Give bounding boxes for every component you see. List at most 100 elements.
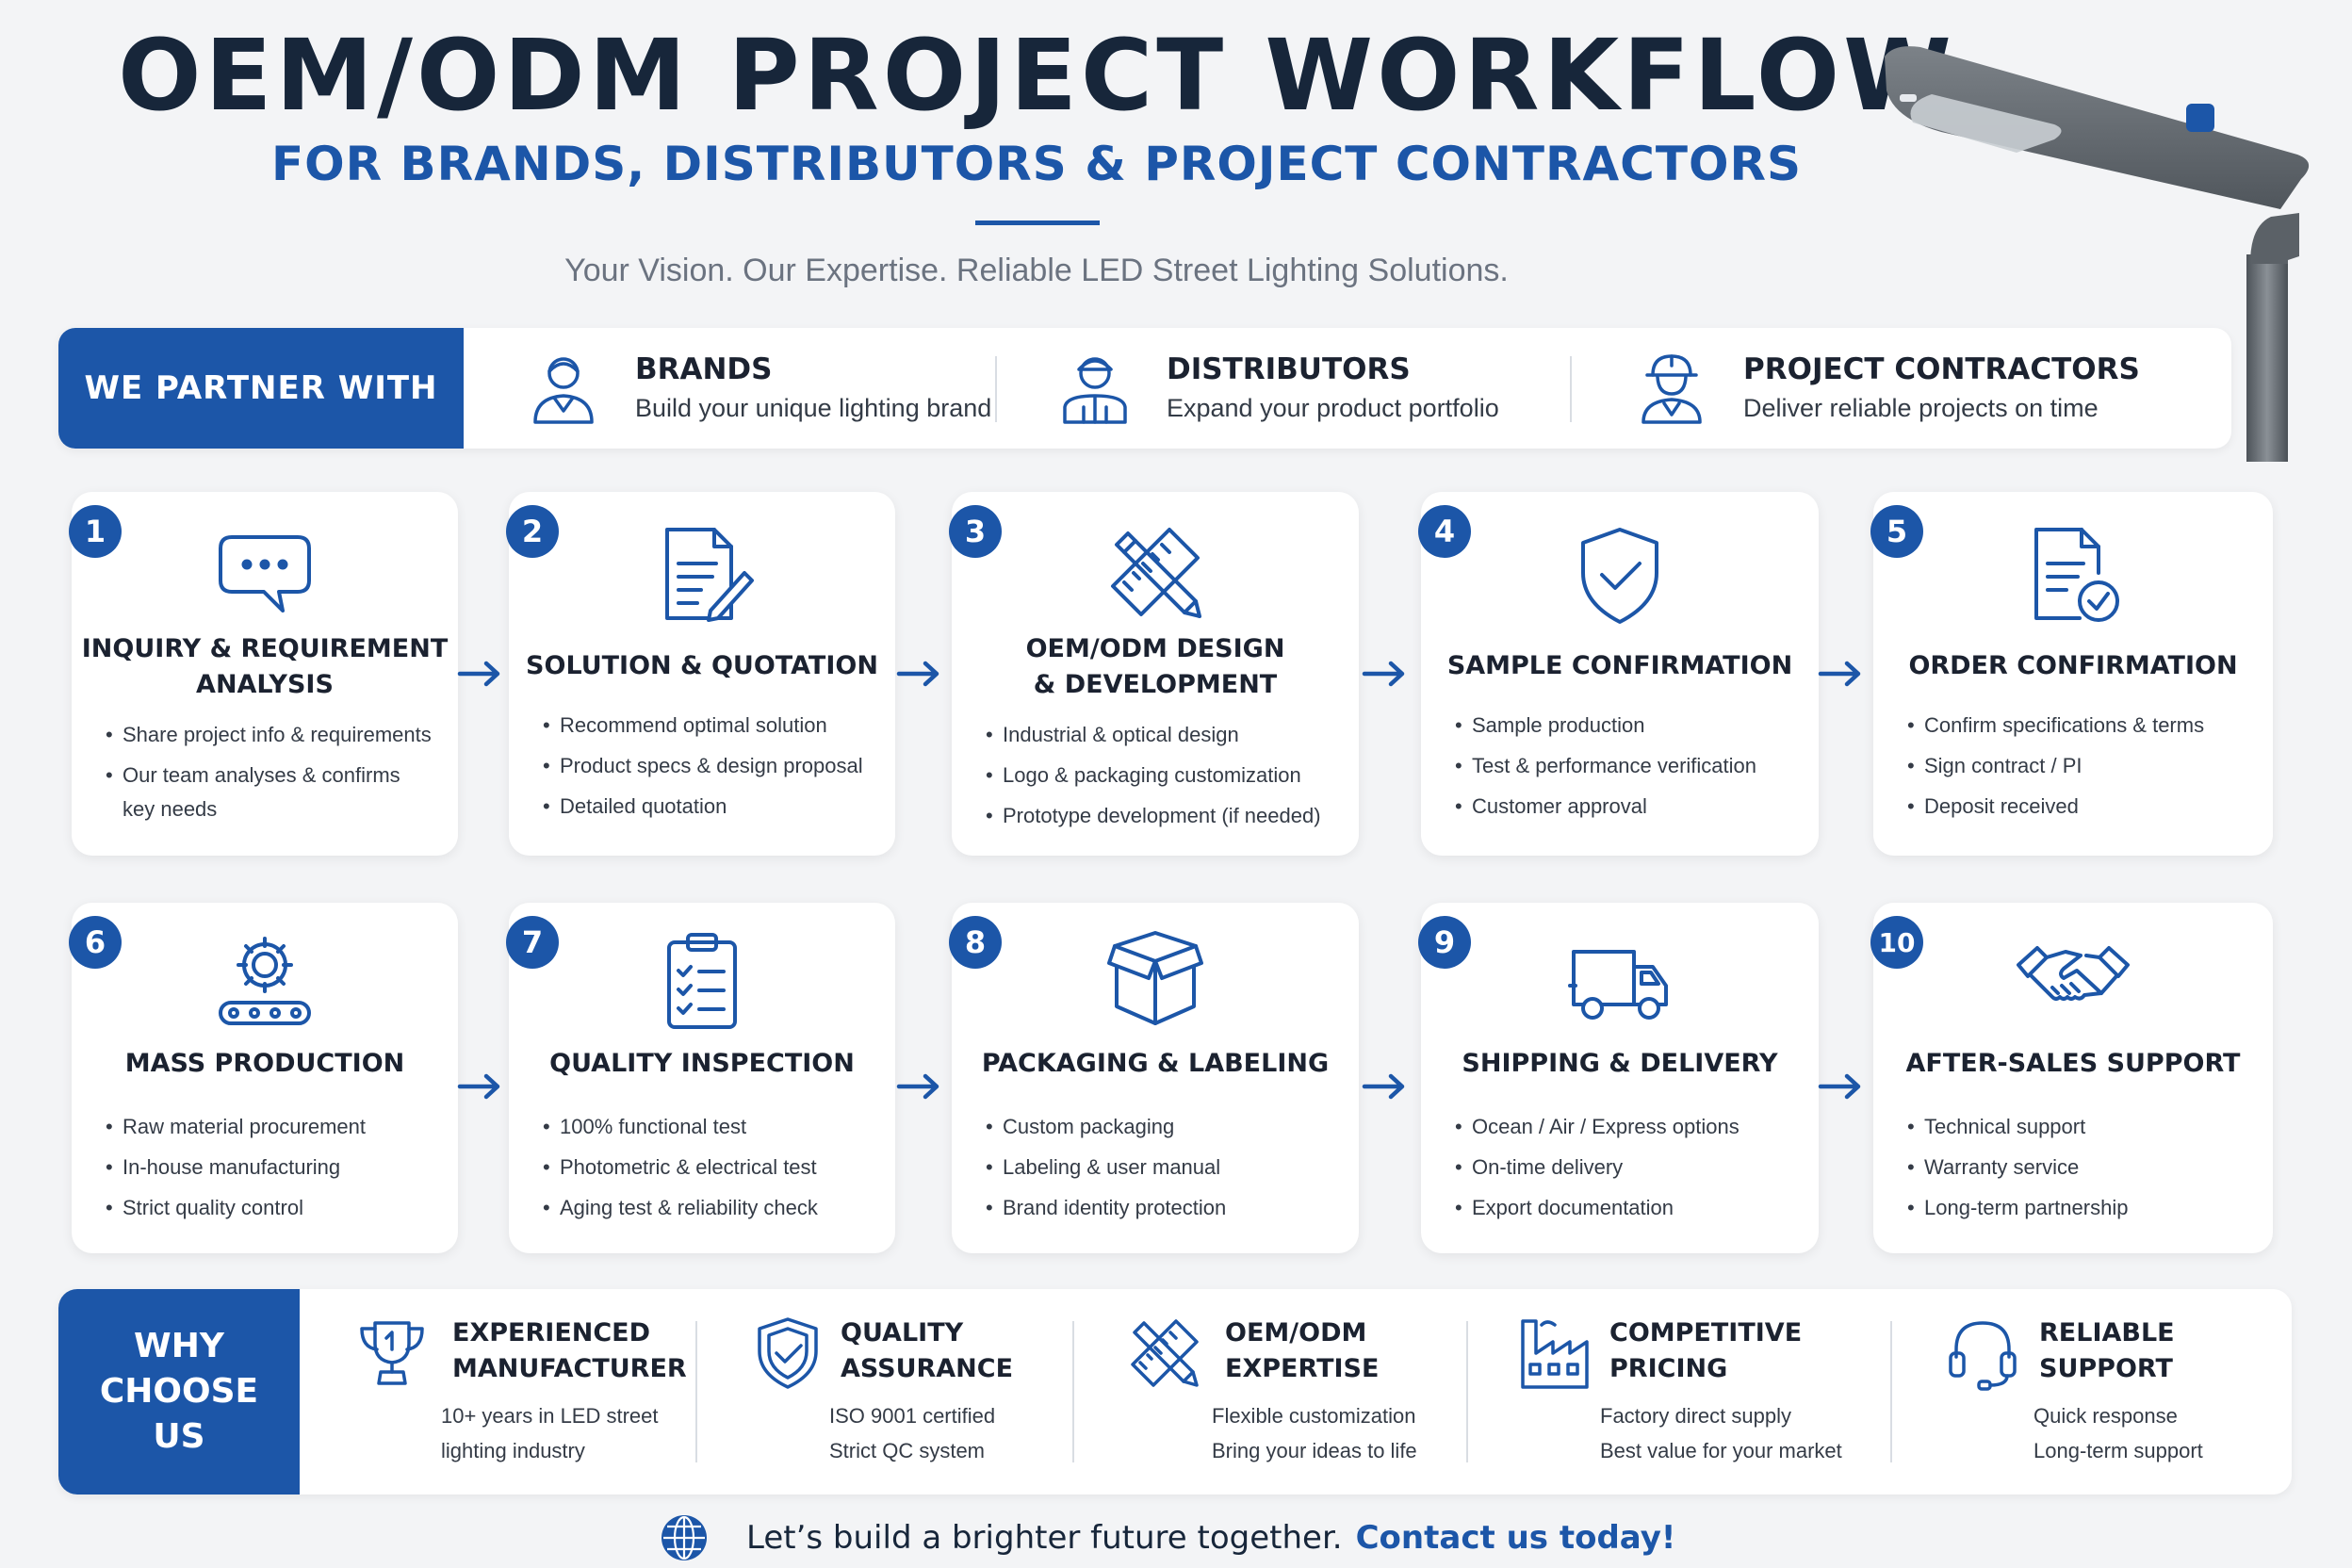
arrow-right-icon <box>896 1073 939 1100</box>
step-bullet: Export documentation <box>1455 1191 1800 1225</box>
divider <box>1570 356 1572 422</box>
shield-check-icon <box>758 1317 818 1389</box>
step-card-4: 4 SAMPLE CONFIRMATION Sample production … <box>1418 492 1819 856</box>
why-choose-label: WHY CHOOSE US <box>58 1289 300 1494</box>
step-bullets: Custom packaging Labeling & user manual … <box>986 1110 1340 1232</box>
step-title: SOLUTION & QUOTATION <box>526 651 878 680</box>
step-bullet: Ocean / Air / Express options <box>1455 1110 1800 1144</box>
step-card-9: 9 SHIPPING & DELIVERY Ocean / Air / Expr… <box>1418 903 1819 1253</box>
why-title: RELIABLE SUPPORT <box>2039 1318 2175 1383</box>
partner-contractors: PROJECT CONTRACTORS Deliver reliable pro… <box>1632 328 2140 449</box>
partner-label: WE PARTNER WITH <box>58 328 464 449</box>
step-title: QUALITY INSPECTION <box>549 1049 855 1078</box>
divider <box>995 356 997 422</box>
step-title: SHIPPING & DELIVERY <box>1462 1049 1778 1078</box>
step-title: SAMPLE CONFIRMATION <box>1446 651 1793 680</box>
step-bullet: Aging test & reliability check <box>543 1191 876 1225</box>
divider <box>1466 1321 1468 1462</box>
pencil-ruler-icon <box>1111 528 1201 618</box>
step-number-badge: 9 <box>1418 916 1471 969</box>
step-bullets: Ocean / Air / Express options On-time de… <box>1455 1110 1800 1232</box>
step-bullets: 100% functional test Photometric & elect… <box>543 1110 876 1232</box>
arrow-right-icon <box>457 661 500 687</box>
arrow-right-icon <box>1818 661 1861 687</box>
step-title: ORDER CONFIRMATION <box>1908 651 2238 680</box>
why-desc: Factory direct supply Best value for you… <box>1600 1404 1842 1462</box>
call-to-action: Let’s build a brighter future together. … <box>660 1511 1675 1564</box>
arrow-right-icon <box>1818 1073 1861 1100</box>
step-bullet: Confirm specifications & terms <box>1907 709 2254 743</box>
step-bullets: Sample production Test & performance ver… <box>1455 709 1800 830</box>
step-bullet: 100% functional test <box>543 1110 876 1144</box>
document-check-icon <box>2034 528 2119 622</box>
step-number-badge: 6 <box>69 916 122 969</box>
why-desc: 10+ years in LED street lighting industr… <box>441 1404 659 1462</box>
step-bullets: Industrial & optical design Logo & packa… <box>986 718 1340 840</box>
clipboard-checklist-icon <box>667 933 737 1029</box>
why-title: EXPERIENCED MANUFACTURER <box>452 1318 687 1383</box>
step-bullet: Sample production <box>1455 709 1800 743</box>
why-desc: Quick response Long-term support <box>2034 1404 2203 1462</box>
factory-icon <box>1521 1319 1589 1389</box>
contact-us-link[interactable]: Contact us today! <box>1355 1519 1676 1557</box>
step-bullet: Strict quality control <box>106 1191 439 1225</box>
step-bullet: Brand identity protection <box>986 1191 1340 1225</box>
step-card-6: 6 MASS PRODUCTION Raw material procureme… <box>69 903 458 1253</box>
step-card-7: 7 QUALITY INSPECTION 100% functional tes… <box>506 903 895 1253</box>
arrow-right-icon <box>896 661 939 687</box>
street-lamp-icon <box>1885 46 2310 462</box>
truck-icon <box>1568 950 1668 1020</box>
partner-name: BRANDS <box>635 352 773 386</box>
why-desc: ISO 9001 certified Strict QC system <box>829 1404 996 1462</box>
step-title: PACKAGING & LABELING <box>981 1049 1330 1078</box>
step-bullet: Deposit received <box>1907 790 2254 824</box>
step-bullet: Technical support <box>1907 1110 2254 1144</box>
step-card-10: 10 AFTER-SALES SUPPORT Technical support… <box>1870 903 2273 1253</box>
step-title: MASS PRODUCTION <box>124 1049 405 1078</box>
hardhat-worker-icon <box>1642 354 1702 424</box>
step-bullet: Share project info & requirements <box>106 718 439 752</box>
shield-check-icon <box>1581 528 1658 624</box>
globe-icon <box>662 1515 707 1560</box>
partner-desc: Deliver reliable projects on time <box>1743 394 2099 422</box>
step-bullets: Technical support Warranty service Long-… <box>1907 1110 2254 1232</box>
page-subtitle: FOR BRANDS, DISTRIBUTORS & PROJECT CONTR… <box>270 137 1802 191</box>
step-bullets: Recommend optimal solution Product specs… <box>543 709 876 830</box>
headset-icon <box>1949 1321 2017 1391</box>
person-icon <box>533 357 594 424</box>
page-title: OEM/ODM PROJECT WORKFLOW <box>118 18 1955 133</box>
step-bullet: On-time delivery <box>1455 1151 1800 1184</box>
partner-brands: BRANDS Build your unique lighting brand <box>524 328 991 449</box>
chat-bubble-icon <box>219 535 311 612</box>
step-number-badge: 10 <box>1870 916 1923 969</box>
step-bullet: Our team analyses & confirms key needs <box>106 759 439 826</box>
document-pen-icon <box>665 528 754 622</box>
step-bullet: Custom packaging <box>986 1110 1340 1144</box>
step-bullet: Prototype development (if needed) <box>986 799 1340 833</box>
step-number-badge: 8 <box>949 916 1002 969</box>
step-bullets: Share project info & requirements Our te… <box>106 718 439 833</box>
divider <box>1072 1321 1074 1462</box>
step-bullet: Labeling & user manual <box>986 1151 1340 1184</box>
step-bullet: Product specs & design proposal <box>543 749 876 783</box>
why-title: OEM/ODM EXPERTISE <box>1225 1318 1380 1383</box>
why-title: QUALITY ASSURANCE <box>841 1318 1014 1383</box>
partner-distributors: DISTRIBUTORS Expand your product portfol… <box>1055 328 1499 449</box>
step-bullet: Customer approval <box>1455 790 1800 824</box>
step-title: INQUIRY & REQUIREMENT ANALYSIS <box>81 634 449 699</box>
step-bullet: Recommend optimal solution <box>543 709 876 743</box>
step-bullet: Detailed quotation <box>543 790 876 824</box>
step-card-8: 8 PACKAGING & LABELING Custom packaging … <box>949 903 1359 1253</box>
page-tagline: Your Vision. Our Expertise. Reliable LED… <box>564 253 1509 288</box>
gear-conveyor-icon <box>219 937 311 1025</box>
cta-text: Let’s build a brighter future together. <box>746 1519 1343 1557</box>
partner-name: PROJECT CONTRACTORS <box>1743 352 2140 386</box>
title-divider <box>975 220 1100 225</box>
step-bullet: Warranty service <box>1907 1151 2254 1184</box>
step-title: AFTER-SALES SUPPORT <box>1905 1049 2241 1078</box>
trophy-icon <box>360 1321 424 1385</box>
why-desc: Flexible customization Bring your ideas … <box>1212 1404 1417 1462</box>
step-card-2: 2 SOLUTION & QUOTATION Recommend optimal… <box>506 492 895 856</box>
step-bullet: Test & performance verification <box>1455 749 1800 783</box>
step-number-badge: 4 <box>1418 505 1471 558</box>
